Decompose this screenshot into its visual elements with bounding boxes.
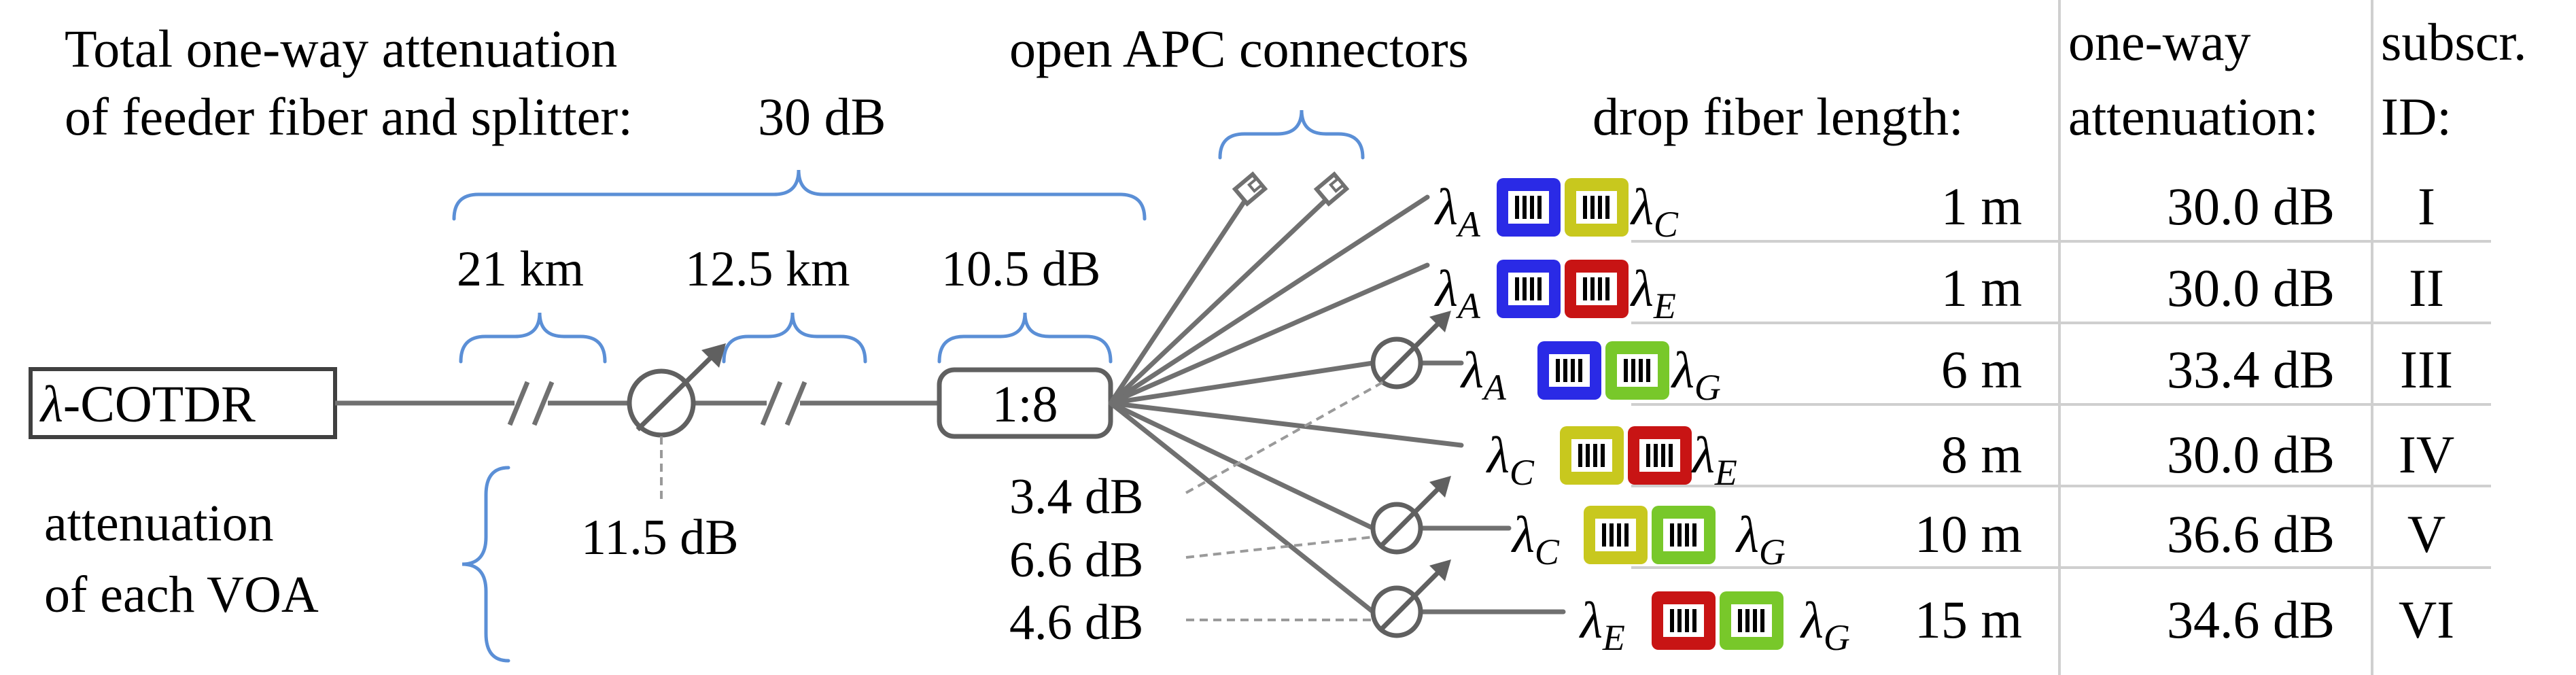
- segment2-brace: [722, 312, 867, 364]
- apc-connectors-label: open APC connectors: [1009, 19, 1469, 78]
- transceiver-icon: [1628, 426, 1692, 485]
- wavelength-label-right: λG: [1735, 506, 1786, 572]
- drop-voa-value: 3.4 dB: [1009, 469, 1143, 525]
- splitter-label: 1:8: [992, 376, 1058, 433]
- subscriber-id: III: [2400, 340, 2453, 399]
- wavelength-label-right: λG: [1800, 592, 1850, 658]
- transceiver-icon: [1560, 426, 1624, 485]
- transceiver-icon: [1497, 178, 1561, 237]
- table-header-attenuation-line1: one-way: [2068, 12, 2251, 71]
- voa-attenuation-brace: [462, 466, 510, 663]
- segment1-brace: [459, 312, 607, 364]
- one-way-attenuation: 34.6 dB: [2167, 590, 2335, 649]
- subscriber-id: V: [2407, 504, 2446, 564]
- fiber-break-icon: [507, 381, 555, 426]
- wavelength-label-left: λA: [1434, 179, 1481, 245]
- drop-length: 10 m: [1915, 504, 2022, 564]
- segment1-length: 21 km: [457, 241, 584, 297]
- wavelength-label-right: λE: [1691, 427, 1737, 493]
- transceiver-icon: [1537, 341, 1601, 400]
- table-row: 1 m 30.0 dB II: [1941, 258, 2444, 317]
- wavelength-label-left: λE: [1579, 592, 1625, 658]
- transceiver-icon: [1565, 178, 1629, 237]
- cotdr-box: [29, 367, 337, 439]
- one-way-attenuation: 30.0 dB: [2167, 425, 2335, 484]
- transceiver-icon: [1584, 506, 1648, 564]
- one-way-attenuation: 30.0 dB: [2167, 258, 2335, 317]
- wavelength-label-left: λA: [1460, 342, 1507, 408]
- apc-connector-icon: [1313, 171, 1350, 207]
- transceiver-icon: [1720, 591, 1783, 650]
- transceiver-icon: [1652, 591, 1716, 650]
- table-header-id-line2: ID:: [2381, 87, 2452, 146]
- transceiver-icon: [1652, 506, 1716, 564]
- voa-note-line2: of each VOA: [44, 566, 319, 623]
- wavelength-label-right: λC: [1630, 179, 1679, 245]
- table-row: 8 m 30.0 dB IV: [1941, 425, 2454, 484]
- subscriber-id: II: [2409, 258, 2444, 317]
- drop-length: 1 m: [1941, 258, 2022, 317]
- table-row: 1 m 30.0 dB I: [1941, 177, 2435, 236]
- transceiver-icon: [1565, 260, 1629, 318]
- total-attenuation-value: 30 dB: [758, 87, 886, 146]
- table-rows: 1 m 30.0 dB I 1 m 30.0 dB II 6 m 33.4 dB III 8 m 3…: [1915, 177, 2454, 649]
- table-header-length: drop fiber length:: [1592, 87, 1964, 146]
- wavelength-label-right: λE: [1630, 260, 1676, 326]
- subscriber-units: λA λC λA λE λA λG λC λE λC λG λE λG: [1434, 178, 1850, 658]
- wavelength-label-left: λC: [1511, 506, 1560, 572]
- drop-voa-value: 4.6 dB: [1009, 595, 1143, 651]
- wavelength-label-left: λA: [1434, 260, 1481, 326]
- total-attenuation-brace: [452, 169, 1147, 221]
- feeder-voa-icon: [627, 343, 726, 438]
- table-header-attenuation-line2: attenuation:: [2068, 87, 2318, 146]
- apc-connector-icon: [1232, 171, 1268, 207]
- feeder-voa-value: 11.5 dB: [581, 510, 739, 566]
- table-row: 15 m 34.6 dB VI: [1915, 590, 2454, 649]
- drop-length: 15 m: [1915, 590, 2022, 649]
- drop-length: 1 m: [1941, 177, 2022, 236]
- splitter-loss: 10.5 dB: [941, 241, 1100, 297]
- table-row: 10 m 36.6 dB V: [1915, 504, 2446, 564]
- fiber-break-icon: [760, 381, 807, 426]
- transceiver-icon: [1605, 341, 1669, 400]
- subscriber-unit: λE λG: [1579, 591, 1850, 658]
- one-way-attenuation: 36.6 dB: [2167, 504, 2335, 564]
- subscriber-unit: λA λC: [1434, 178, 1679, 245]
- total-attenuation-line1: Total one-way attenuation: [65, 19, 617, 78]
- subscriber-unit: λA λG: [1460, 341, 1721, 408]
- total-attenuation-line2: of feeder fiber and splitter:: [65, 87, 633, 146]
- drop-voa-icon: [1370, 311, 1451, 390]
- voa-note-line1: attenuation: [44, 495, 274, 552]
- subscriber-id: IV: [2399, 425, 2454, 484]
- apc-brace: [1218, 109, 1365, 160]
- transceiver-icon: [1497, 260, 1561, 318]
- wavelength-label-left: λC: [1486, 427, 1535, 493]
- splitter-brace: [937, 312, 1113, 364]
- subscriber-unit: λC λG: [1511, 506, 1786, 572]
- drop-voa-icon: [1370, 476, 1451, 555]
- subscriber-unit: λA λE: [1434, 260, 1676, 326]
- subscriber-id: I: [2418, 177, 2435, 236]
- drop-voa-value: 6.6 dB: [1009, 532, 1143, 588]
- table-header-id-line1: subscr.: [2381, 12, 2527, 71]
- segment2-length: 12.5 km: [685, 241, 850, 297]
- subscriber-id: VI: [2399, 590, 2454, 649]
- drop-length: 6 m: [1941, 340, 2022, 399]
- drop-voa-icon: [1370, 559, 1451, 638]
- one-way-attenuation: 30.0 dB: [2167, 177, 2335, 236]
- one-way-attenuation: 33.4 dB: [2167, 340, 2335, 399]
- subscriber-unit: λC λE: [1486, 426, 1737, 493]
- drop-length: 8 m: [1941, 425, 2022, 484]
- wavelength-label-right: λG: [1671, 342, 1721, 408]
- cotdr-label: λ-COTDR: [39, 376, 256, 433]
- table-row: 6 m 33.4 dB III: [1941, 340, 2453, 399]
